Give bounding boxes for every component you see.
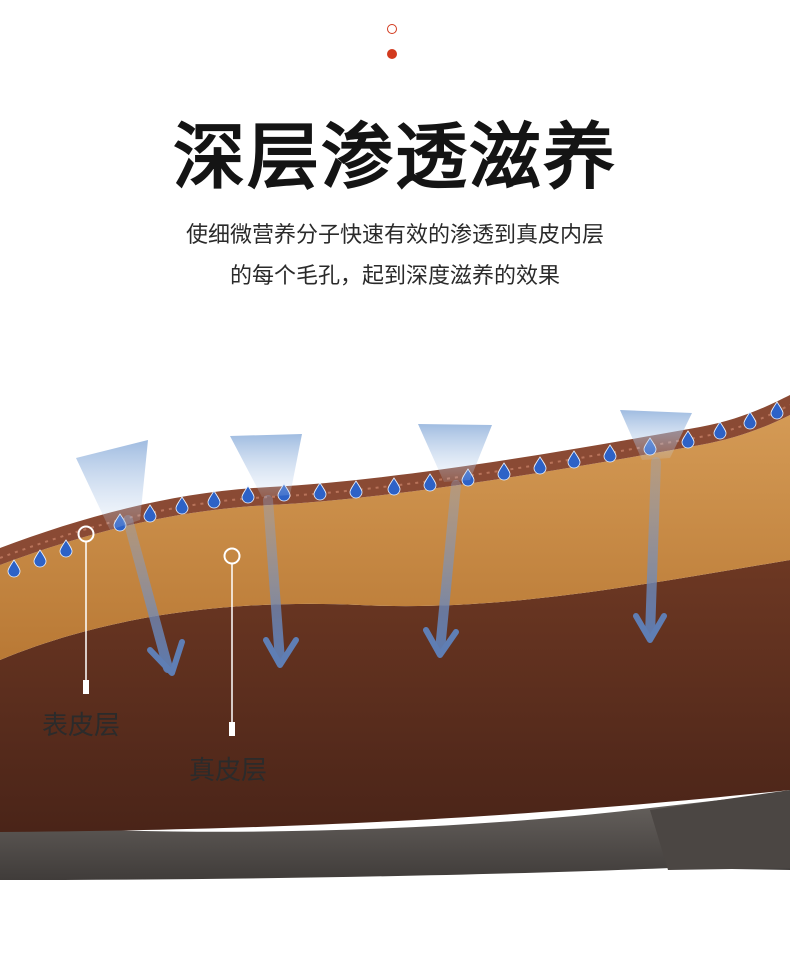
droplet-icon (743, 411, 757, 430)
dermis-layer (0, 560, 790, 832)
down-arrow-icon (645, 457, 661, 640)
penetration-arrows (123, 457, 667, 676)
epidermis-stitch-line (0, 404, 790, 559)
droplet-icon (423, 473, 437, 492)
droplet-icon (497, 462, 511, 481)
droplet-icon (7, 559, 21, 578)
droplet-icon (175, 496, 189, 515)
droplet-icon (241, 485, 255, 504)
droplet-icon (313, 482, 327, 501)
droplet-icon (143, 504, 157, 523)
epidermis-label: 表皮层 (42, 711, 121, 741)
subtitle-line-2: 的每个毛孔，起到深度滋养的效果 (229, 264, 560, 289)
droplet-icon (713, 421, 727, 440)
down-arrow-icon (435, 480, 461, 655)
epidermis-marker (77, 525, 95, 694)
penetration-cones (76, 410, 692, 530)
down-arrow-icon (263, 637, 299, 668)
droplet-icon (533, 456, 547, 475)
droplet-icon (387, 477, 401, 496)
down-arrow-icon (263, 495, 285, 665)
sole-layer (0, 792, 790, 880)
marker-circle-icon (77, 525, 95, 543)
droplet-icon (603, 444, 617, 463)
subtitle-line-1: 使细微营养分子快速有效的渗透到真皮内层 (185, 223, 604, 248)
droplet-icon (681, 430, 695, 449)
down-arrow-icon (633, 613, 667, 643)
droplet-icon (567, 450, 581, 469)
droplet-icon (770, 401, 784, 420)
down-arrow-icon (423, 627, 459, 658)
dermis-label: 真皮层 (189, 756, 268, 786)
page-title: 深层渗透滋养 (172, 115, 617, 199)
down-arrow-icon (123, 515, 173, 673)
droplet-icon (33, 549, 47, 568)
marker-circle-icon (223, 547, 241, 565)
suede-layer (0, 415, 790, 660)
droplet-icon (349, 480, 363, 499)
heel-block (650, 790, 790, 870)
droplet-icon (59, 539, 73, 558)
droplet-icon (207, 490, 221, 509)
dermis-marker (223, 547, 241, 736)
decor-dot-outline (387, 24, 397, 34)
decor-dot-filled (387, 49, 397, 59)
down-arrow-icon (147, 639, 185, 676)
